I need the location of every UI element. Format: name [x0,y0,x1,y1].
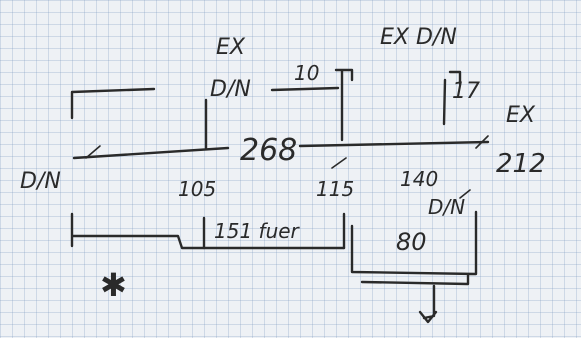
lower-right-box [350,210,478,286]
label-ex-right: EX [506,103,536,128]
label-dn-top-left: D/N [210,77,251,102]
right-box-left-wall [334,68,354,142]
lower-pipe-line [70,212,346,250]
drop-down-arrow [418,284,438,324]
label-ex-top-left: EX [216,35,246,60]
label-212: 212 [496,149,546,179]
label-140: 140 [400,167,438,191]
label-ex-dn-top-right: EX D/N [380,25,457,50]
top-connector-10 [270,86,340,92]
label-dn-left: D/N [20,169,61,194]
main-line-ticks [85,135,489,159]
label-115: 115 [316,177,354,201]
label-151-fuer: 151 fuer [214,219,301,243]
lower-line-ticks [331,157,471,199]
label-17: 17 [452,79,480,104]
top-left-pipe-outline [70,87,156,120]
label-105: 105 [178,177,216,201]
label-268: 268 [240,133,297,168]
main-horizontal-line [72,140,490,160]
right-box-17 [442,70,462,126]
label-dn-mid-right: D/N [428,195,465,219]
star-mark: ✱ [100,266,127,304]
label-80: 80 [396,228,427,256]
label-10: 10 [294,61,319,85]
lower-line-joints [202,212,346,250]
